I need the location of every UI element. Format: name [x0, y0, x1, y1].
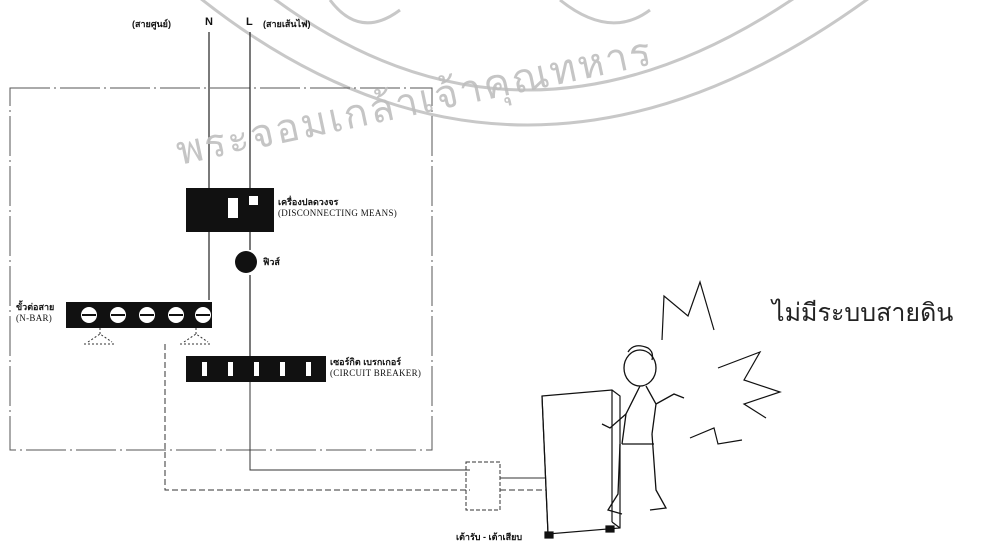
l-label: L: [246, 16, 253, 28]
outlet-plug: [465, 461, 501, 511]
fuse: [235, 251, 257, 273]
breaker-label-th: เซอร์กิต เบรกเกอร์: [330, 357, 402, 367]
outlet-label: เต้ารับ - เต้าเสียบ: [456, 532, 523, 542]
breaker-label-en: (CIRCUIT BREAKER): [330, 368, 422, 378]
disconnect-label-th: เครื่องปลดวงจร: [278, 197, 339, 207]
watermark-seal: [200, 0, 869, 127]
panel-enclosure: [9, 87, 433, 451]
ground-symbol: [84, 328, 212, 345]
shocked-person: [601, 345, 685, 515]
fuse-label: ฟิวส์: [263, 257, 280, 267]
neutral-wire-label: (สายศูนย์): [132, 19, 171, 29]
n-label: N: [205, 16, 213, 28]
appliance-cabinet: [541, 389, 621, 539]
nbar-label-th: ขั้วต่อสาย: [16, 302, 55, 312]
nbar-label-en: (N-BAR): [16, 313, 53, 323]
outlet-wiring: [164, 344, 548, 491]
disconnect-label-en: (DISCONNECTING MEANS): [278, 208, 398, 218]
no-ground-label: ไม่มีระบบสายดิน: [772, 298, 954, 327]
line-wire-label: (สายเส้นไฟ): [263, 19, 311, 29]
shock-lines: [661, 280, 782, 445]
